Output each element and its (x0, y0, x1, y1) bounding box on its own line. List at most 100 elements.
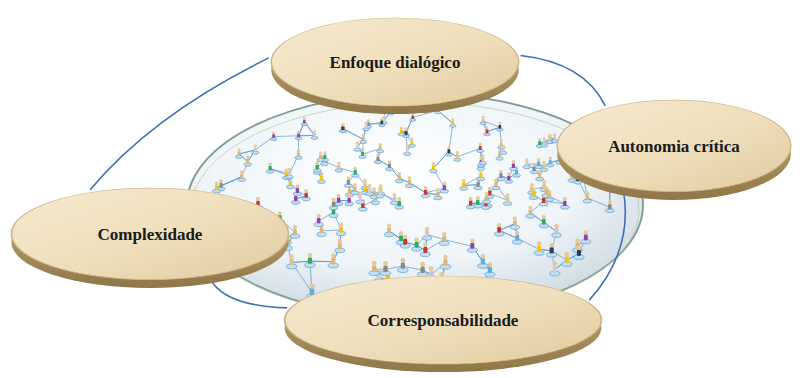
person-figure (574, 245, 584, 259)
person-figure (302, 189, 311, 201)
person-figure (295, 149, 302, 159)
network-link (299, 135, 315, 137)
network-link (217, 177, 242, 188)
person-figure (351, 166, 359, 177)
parchment-ellipse: Corresponsabilidade (283, 274, 603, 374)
person-figure (404, 145, 411, 155)
person-figure (369, 261, 380, 276)
person-figure (329, 198, 338, 210)
person-figure (313, 164, 321, 175)
person-figure (305, 253, 315, 267)
person-figure (505, 172, 513, 183)
person-figure (366, 184, 374, 196)
person-figure (266, 162, 274, 173)
person-figure (286, 168, 294, 179)
concept-label: Complexidade (98, 225, 203, 245)
person-figure (526, 206, 535, 219)
person-figure (314, 214, 323, 227)
person-figure (313, 161, 321, 172)
person-figure (395, 197, 404, 209)
network-link (299, 135, 315, 137)
person-figure (460, 179, 468, 190)
person-figure (270, 131, 277, 140)
concept-label: Autonomia crítica (608, 137, 740, 157)
person-figure (484, 126, 491, 135)
person-figure (395, 172, 403, 183)
person-figure (374, 153, 381, 163)
person-figure (244, 156, 252, 166)
person-figure (440, 182, 448, 194)
person-figure (439, 232, 449, 246)
person-figure (545, 190, 554, 202)
person-figure (363, 122, 370, 131)
person-figure (295, 130, 302, 139)
person-figure (235, 148, 242, 158)
person-figure (440, 255, 450, 270)
person-figure (497, 170, 505, 181)
person-figure (377, 143, 384, 153)
person-figure (549, 261, 560, 276)
cycle-arc (90, 58, 269, 190)
person-figure (398, 258, 409, 273)
person-figure (466, 197, 475, 209)
person-figure (547, 243, 557, 257)
network-link (310, 261, 333, 262)
person-figure (421, 186, 429, 198)
person-figure (480, 116, 486, 125)
person-figure (329, 205, 338, 217)
person-figure (339, 123, 346, 132)
network-link (310, 261, 333, 262)
person-figure (583, 191, 592, 203)
cycle-arc (521, 55, 606, 105)
person-figure (351, 183, 359, 195)
person-figure (405, 176, 413, 187)
network-link (274, 135, 299, 137)
person-figure (500, 145, 507, 155)
person-figure (360, 134, 367, 144)
person-figure (605, 200, 614, 212)
person-figure (479, 154, 487, 164)
person-figure (365, 119, 371, 128)
person-figure (286, 254, 296, 269)
person-figure (381, 115, 387, 124)
cycle-arc (210, 278, 287, 308)
person-figure (429, 162, 437, 173)
person-figure (335, 239, 345, 253)
person-figure (335, 161, 343, 172)
person-figure (336, 223, 346, 236)
person-figure (422, 227, 432, 240)
person-figure (510, 216, 519, 229)
person-figure (311, 130, 318, 139)
network-link (292, 261, 310, 262)
person-figure (498, 139, 505, 149)
person-figure (534, 241, 544, 255)
person-figure (503, 193, 512, 205)
person-figure (410, 113, 416, 122)
network-link (457, 148, 480, 157)
person-figure (467, 238, 477, 252)
person-figure (450, 118, 456, 127)
person-figure (529, 188, 537, 200)
person-figure (478, 254, 488, 269)
person-figure (340, 124, 347, 133)
person-figure (412, 237, 422, 251)
parchment-ellipse: Autonomia crítica (556, 98, 792, 202)
person-figure (212, 182, 220, 194)
person-figure (290, 225, 300, 238)
person-figure (400, 234, 410, 248)
concept-label: Corresponsabilidade (368, 311, 519, 331)
person-figure (301, 117, 307, 126)
parchment-ellipse: Complexidade (10, 186, 290, 290)
person-figure (477, 170, 485, 181)
person-figure (494, 223, 504, 236)
person-figure (539, 215, 548, 228)
person-figure (386, 160, 394, 171)
person-figure (354, 141, 361, 151)
person-figure (445, 146, 452, 156)
person-figure (379, 118, 385, 127)
person-figure (344, 176, 352, 187)
person-figure (546, 134, 553, 144)
person-figure (454, 151, 461, 161)
person-figure (581, 230, 591, 244)
